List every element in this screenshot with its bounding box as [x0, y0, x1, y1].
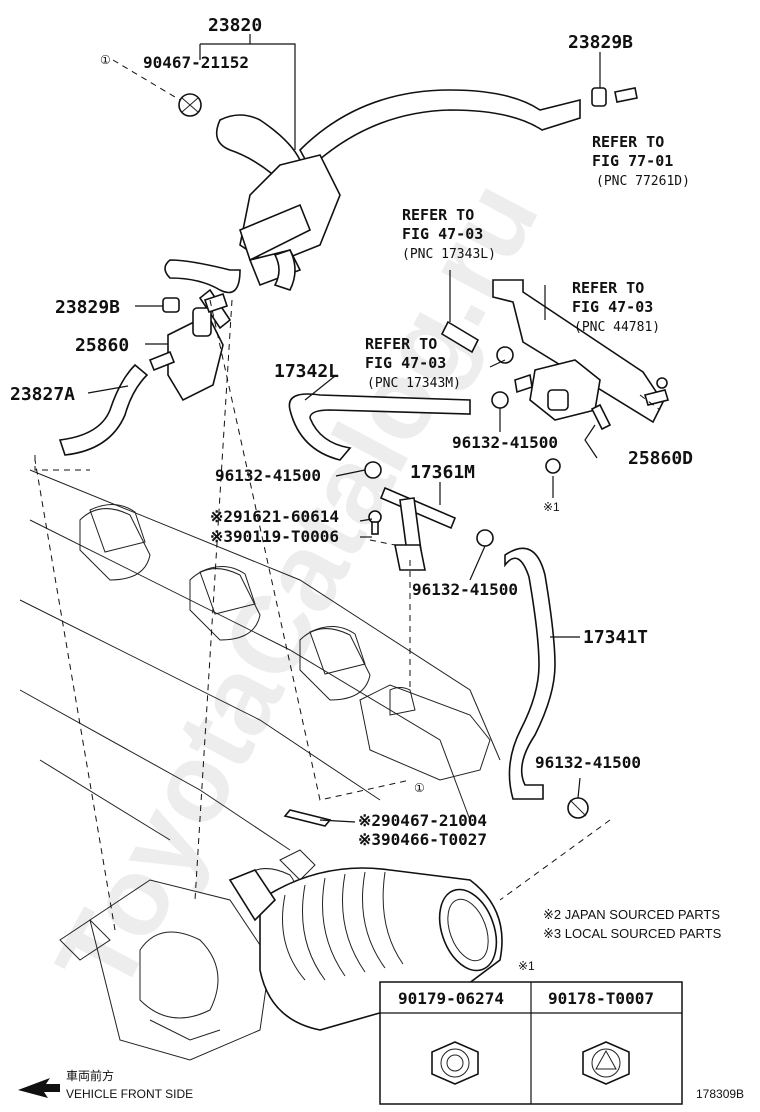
ref-47-03-17343m-line3: (PNC 17343M) — [367, 376, 461, 391]
nut-table-col1: 90179-06274 — [398, 989, 504, 1008]
label-23827a: 23827A — [10, 384, 75, 405]
pipe-17343l — [440, 320, 480, 354]
ref-47-03-17343m-line1: REFER TO — [365, 335, 437, 353]
label-25860d: 25860D — [628, 448, 693, 469]
pipe-17361m — [379, 486, 457, 571]
ref-47-03-17343l-line2: FIG 47-03 — [402, 225, 483, 243]
clamp-96132-41500-mid — [364, 461, 382, 479]
hose-assy-23820 — [164, 89, 581, 330]
ref-77-01-line3: (PNC 77261D) — [596, 174, 690, 189]
label-96132-41500-right-upper: 96132-41500 — [452, 433, 558, 452]
clamp-90467-21004 — [283, 809, 332, 827]
ref-77-01-line1: REFER TO — [592, 133, 664, 151]
nut-table-ref: ※1 — [518, 959, 535, 973]
ref-47-03-44781-line1: REFER TO — [572, 279, 644, 297]
nut-table: ※1 90179-06274 90178-T0007 — [379, 959, 683, 1105]
label-91621-60614: ※291621-60614 — [210, 507, 339, 526]
label-96132-41500-lower: 96132-41500 — [412, 580, 518, 599]
direction-en: VEHICLE FRONT SIDE — [66, 1087, 193, 1101]
note-japan-sourced: ※2 JAPAN SOURCED PARTS — [543, 907, 720, 922]
ref-47-03-17343l-line3: (PNC 17343L) — [402, 247, 496, 262]
label-23829b-left: 23829B — [55, 297, 120, 318]
nut-90178-t0007-icon — [582, 1041, 630, 1085]
vsv-25860d-bracket — [492, 279, 670, 431]
clamp-96132-41500-lower — [476, 529, 494, 547]
bolt-91621-60614 — [368, 510, 382, 535]
clamp-96132-41500-upper-right — [491, 346, 514, 409]
vehicle-front-indicator: 車両前方 VEHICLE FRONT SIDE — [18, 1068, 193, 1101]
ref-47-03-17343l-line1: REFER TO — [402, 206, 474, 224]
label-17361m: 17361M — [410, 462, 475, 483]
ref-47-03-17343m-line2: FIG 47-03 — [365, 354, 446, 372]
clip-23829b-top — [591, 87, 638, 107]
label-17342l: 17342L — [274, 361, 339, 382]
label-25860: 25860 — [75, 335, 129, 356]
label-23820: 23820 — [208, 15, 262, 36]
ref-circle-1-top: ① — [100, 53, 111, 67]
vsv-25860 — [148, 292, 229, 402]
note-local-sourced: ※3 LOCAL SOURCED PARTS — [543, 926, 722, 941]
label-nut-ref: ※1 — [543, 500, 560, 514]
label-90466-t0027: ※390466-T0027 — [358, 830, 487, 849]
engine-block-drawing — [19, 469, 501, 1061]
hose-23827a — [58, 363, 149, 456]
label-90467-21152: 90467-21152 — [143, 53, 249, 72]
direction-jp: 車両前方 — [66, 1068, 114, 1083]
ref-77-01-line2: FIG 77-01 — [592, 152, 673, 170]
nut-x1 — [545, 458, 561, 474]
label-96132-41500-mid: 96132-41500 — [215, 466, 321, 485]
arrow-left-icon — [18, 1078, 60, 1098]
label-90119-t0006: ※390119-T0006 — [210, 527, 339, 546]
figure-id: 178309B — [696, 1087, 744, 1101]
nut-table-col2: 90178-T0007 — [548, 989, 654, 1008]
label-17341t: 17341T — [583, 627, 648, 648]
label-23829b-top: 23829B — [568, 32, 633, 53]
clamp-90467-21152 — [178, 93, 202, 117]
clamp-96132-41500-bottom — [567, 797, 589, 819]
label-90467-21004: ※290467-21004 — [358, 811, 487, 830]
hose-17341t — [504, 547, 556, 800]
ref-47-03-44781-line3: (PNC 44781) — [574, 320, 660, 335]
hose-17342l — [288, 393, 471, 461]
leader-lines — [34, 34, 661, 931]
label-96132-41500-bottom: 96132-41500 — [535, 753, 641, 772]
ref-circle-1-bottom: ① — [414, 781, 425, 795]
nut-90179-06274-icon — [431, 1041, 479, 1085]
ref-47-03-44781-line2: FIG 47-03 — [572, 298, 653, 316]
